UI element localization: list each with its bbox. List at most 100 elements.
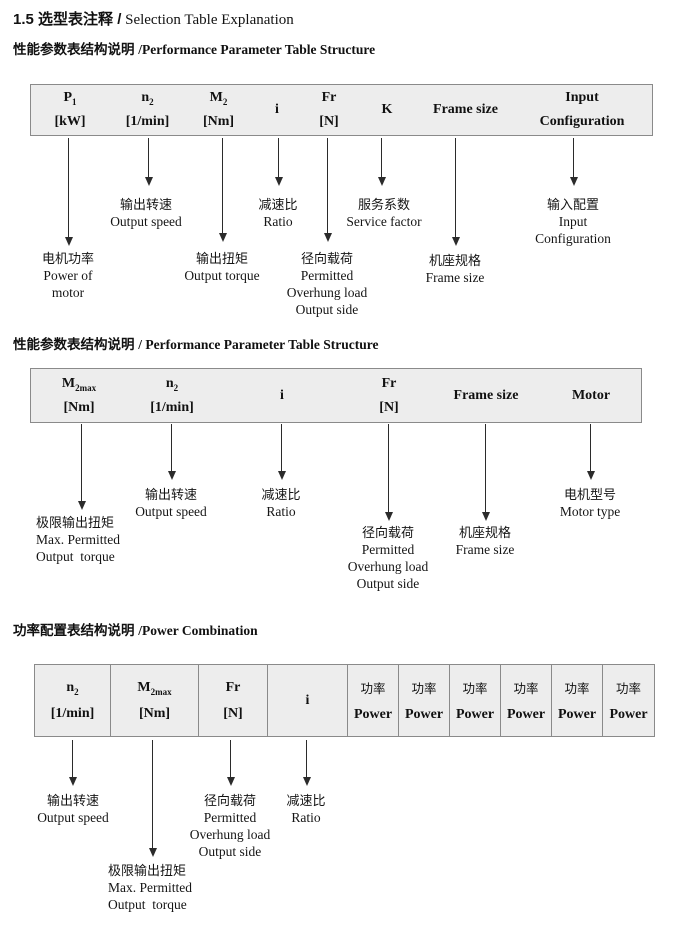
section2-heading-zh: 性能参数表结构说明	[13, 337, 139, 352]
cell-symbol: Fr	[381, 375, 397, 391]
callout-ratio: 减速比 Ratio	[261, 486, 300, 520]
callout-line: Input	[558, 214, 588, 229]
callout-line: motor	[51, 285, 85, 300]
header-cell-n2: n2 [1/min]	[109, 85, 186, 135]
callout-line: Output speed	[110, 214, 182, 229]
header-cell-frame-size: Frame size	[419, 85, 512, 135]
arrow-down-icon	[302, 740, 311, 786]
callout-line: Output side	[198, 844, 262, 859]
callout-line: Service factor	[346, 214, 422, 229]
callout-line: 输出转速	[46, 793, 99, 808]
callout-overhung-load: 径向载荷 Permitted Overhung load Output side	[190, 792, 271, 860]
cell-symbol: 功率	[513, 682, 539, 696]
page-title-en: Selection Table Explanation	[121, 12, 294, 28]
callout-overhung-load: 径向载荷 Permitted Overhung load Output side	[287, 250, 368, 318]
arrow-down-icon	[68, 740, 77, 786]
cell-symbol: Frame size	[433, 102, 498, 117]
cell-symbol: 功率	[564, 682, 590, 696]
cell-symbol: Motor	[571, 387, 611, 403]
header-cell-power-2: 功率 Power	[399, 665, 450, 736]
cell-unit: Power	[506, 707, 546, 722]
cell-symbol: 功率	[615, 682, 641, 696]
callout-service-factor: 服务系数 Service factor	[346, 196, 421, 230]
callout-line: Permitted	[203, 810, 257, 825]
header-cell-power-1: 功率 Power	[348, 665, 399, 736]
arrow-down-icon	[277, 424, 286, 480]
callout-frame-size: 机座规格 Frame size	[426, 252, 485, 286]
callout-line: Output torque	[184, 268, 260, 283]
callout-output-speed: 输出转速 Output speed	[110, 196, 182, 230]
arrow-down-icon	[144, 138, 153, 186]
header-cell-k: K	[355, 85, 419, 135]
page-title-zh: 1.5 选型表注释 /	[13, 11, 122, 28]
callout-line: Permitted	[300, 268, 354, 283]
cell-symbol: Fr	[321, 90, 337, 105]
callout-line: 输出扭矩	[195, 251, 248, 266]
cell-unit: [1/min]	[125, 114, 170, 129]
arrow-down-icon	[569, 138, 578, 186]
callout-line: 减速比	[286, 793, 326, 808]
cell-unit: Power	[353, 707, 393, 722]
header-cell-power-6: 功率 Power	[603, 665, 654, 736]
callout-line: Max. Permitted	[108, 880, 192, 895]
cell-symbol: M2max	[137, 679, 172, 697]
callout-line: Output side	[295, 302, 359, 317]
callout-motor-type: 电机型号 Motor type	[560, 486, 620, 520]
arrow-down-icon	[148, 740, 157, 857]
cell-symbol: n2	[165, 375, 179, 393]
header-cell-m2max: M2max [Nm]	[31, 369, 127, 422]
header-cell-m2max: M2max [Nm]	[111, 665, 199, 736]
callout-max-output-torque: 极限输出扭矩 Max. Permitted Output torque	[36, 514, 120, 565]
header-cell-frame-size: Frame size	[431, 369, 541, 422]
callout-line: Overhung load	[347, 559, 429, 574]
cell-symbol: Input	[565, 90, 599, 105]
callout-line: Max. Permitted	[36, 532, 120, 547]
cell-unit: [N]	[319, 114, 339, 129]
arrow-down-icon	[377, 138, 386, 186]
callout-line: Overhung load	[189, 827, 271, 842]
callout-line: 径向载荷	[300, 251, 354, 266]
callout-max-output-torque: 极限输出扭矩 Max. Permitted Output torque	[108, 862, 192, 913]
header-cell-p1: P1 [kW]	[31, 85, 109, 135]
arrow-down-icon	[451, 138, 460, 246]
page-title: 1.5 选型表注释 / Selection Table Explanation	[13, 8, 294, 29]
callout-line: 减速比	[261, 487, 301, 502]
header-cell-fr: Fr [N]	[347, 369, 431, 422]
arrow-down-icon	[167, 424, 176, 480]
callout-frame-size: 机座规格 Frame size	[456, 524, 515, 558]
arrow-down-icon	[218, 138, 227, 242]
callout-line: Ratio	[263, 214, 293, 229]
cell-symbol: Frame size	[453, 387, 519, 403]
cell-symbol: n2	[66, 679, 79, 697]
callout-line: Ratio	[291, 810, 321, 825]
cell-symbol: K	[381, 102, 393, 117]
cell-symbol: i	[305, 692, 310, 708]
cell-unit: Configuration	[539, 114, 625, 129]
cell-unit: Power	[455, 707, 495, 722]
callout-line: 电机型号	[563, 487, 616, 502]
callout-line: 径向载荷	[361, 525, 415, 540]
callout-output-speed: 输出转速 Output speed	[135, 486, 207, 520]
callout-line: Frame size	[455, 542, 515, 557]
cell-unit: Power	[609, 707, 648, 722]
callout-ratio: 减速比 Ratio	[258, 196, 297, 230]
callout-line: Motor type	[559, 504, 621, 519]
section1-heading-en: /Performance Parameter Table Structure	[138, 42, 376, 57]
callout-line: Output torque	[108, 897, 187, 912]
cell-unit: [kW]	[54, 114, 86, 129]
section2-heading: 性能参数表结构说明 / Performance Parameter Table …	[13, 333, 378, 353]
cell-unit: [Nm]	[63, 399, 95, 415]
cell-symbol: i	[280, 387, 284, 403]
arrow-down-icon	[384, 424, 393, 521]
header-cell-n2: n2 [1/min]	[35, 665, 111, 736]
callout-line: Power of	[43, 268, 93, 283]
header-cell-input-configuration: Input Configuration	[512, 85, 652, 135]
cell-symbol: P1	[63, 90, 77, 107]
callout-input-configuration: 输入配置 Input Configuration	[535, 196, 611, 247]
callout-line: 极限输出扭矩	[36, 515, 115, 530]
callout-overhung-load: 径向载荷 Permitted Overhung load Output side	[348, 524, 429, 592]
power-combination-table: n2 [1/min] M2max [Nm] Fr [N] i 功率 Power …	[34, 664, 655, 737]
callout-line: 输出转速	[144, 487, 197, 502]
header-cell-i: i	[251, 85, 303, 135]
